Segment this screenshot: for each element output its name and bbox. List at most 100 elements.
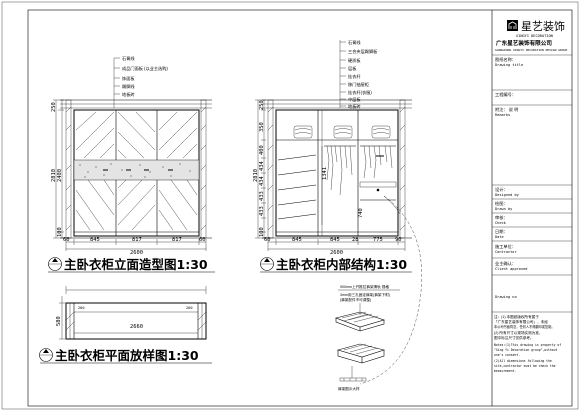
- title-block: 星艺装饰 XINGYI DECORATION 广东星艺装饰有限公司 GUANGD…: [491, 10, 572, 406]
- elevation-dim-left-2: 2810: [51, 169, 57, 182]
- plan-dim-depth: 580: [56, 316, 62, 326]
- detail-label-3: (裤架配件不可调整): [340, 297, 371, 302]
- drawn-by-label-en: Drawn by: [495, 207, 513, 211]
- copyright-note-line-5: 图中标注尺寸仅供参考。: [494, 335, 534, 340]
- interior-dim-left-2: 350: [259, 122, 265, 132]
- folded-clothes-icon: [293, 125, 391, 139]
- drawing-number-label: Drawing no: [495, 295, 517, 299]
- client-approved-label: 业主确认：: [495, 260, 516, 267]
- interior-callout-8: 中层板: [348, 96, 361, 103]
- interior-dim-left-3: 400: [259, 145, 265, 155]
- elevation-callout-5: 地板砖: [122, 91, 135, 98]
- company-logo-icon: [507, 20, 518, 31]
- interior-dim-left-7: 433: [259, 206, 265, 216]
- drawn-by-label: 绘图：: [495, 200, 508, 207]
- plan-title-marker-icon: [39, 348, 53, 362]
- interior-dim-bottom-3: 845: [330, 237, 340, 243]
- copyright-note-line-3: 本公司书面同意，任何人不得翻印或复制。: [494, 324, 555, 329]
- checked-by-label: 审核：: [495, 214, 508, 221]
- project-number-label: 工程编号：: [495, 91, 516, 98]
- plan-dim-right: 260: [186, 306, 193, 310]
- company-name: 广东星艺装饰有限公司: [496, 39, 552, 47]
- elevation-callout-2: 成品门面板 (以业主选购): [122, 65, 168, 72]
- notes-label-en: Remarks: [495, 113, 510, 117]
- elevation-dim-left-3: 2400: [57, 169, 63, 182]
- elevation-title-marker-icon: [48, 257, 62, 271]
- interior-callout-7: 挂衣杆(衣服): [348, 89, 372, 96]
- brand-name: 星艺装饰: [521, 19, 565, 33]
- interior-callout-4: 层板: [348, 65, 357, 72]
- interior-dim-bottom-6: 90: [395, 237, 402, 243]
- elevation-dim-bottom-3: 817: [132, 237, 142, 243]
- interior-inner-dim-2: 740: [358, 208, 364, 218]
- elevation-dim-left-1: 250: [51, 102, 57, 112]
- copyright-note-en-3: one's consent.: [494, 353, 520, 357]
- interior-callout-1: 石膏线: [348, 39, 361, 46]
- contractor-label: 施工单位：: [495, 243, 516, 250]
- copyright-note-en-6: measurement.: [494, 369, 516, 373]
- pants-rack-iso-icon: [334, 311, 386, 332]
- date-label-en: Date: [495, 235, 504, 239]
- interior-dim-bottom-4: 28: [352, 237, 359, 243]
- sheet-inner-border: [27, 9, 573, 407]
- elevation-dim-bottom-5: 60: [199, 237, 206, 243]
- elevation-dim-bottom-4: 817: [172, 237, 182, 243]
- interior-callout-3: 硬质板: [348, 57, 361, 64]
- copyright-note-line-2: 「广东星艺装饰有限公司」，未经: [494, 319, 548, 324]
- interior-dim-left-6: 433: [259, 191, 265, 201]
- designed-by-label-en: Designed by: [495, 193, 520, 197]
- interior-dim-bottom-1: 60: [264, 237, 271, 243]
- hanging-clothes-icon: [326, 145, 393, 196]
- interior-title-marker-icon: [260, 257, 274, 271]
- brand-english: XINGYI DECORATION: [516, 34, 553, 38]
- contractor-label-en: Contractor: [495, 250, 517, 254]
- interior-dim-left-4: 434: [259, 161, 265, 171]
- notes-label: 附注： 说 明: [495, 106, 518, 113]
- interior-callout-9: 地板砖: [348, 103, 361, 110]
- interior-dim-total: 2600: [330, 250, 343, 256]
- company-english: GUANGDONG XINGYI DECORATION DESIGN GROUP: [495, 48, 567, 52]
- interior-callout-6: 移门抽屉柜: [348, 81, 369, 88]
- interior-dim-left-5: 434: [259, 176, 265, 186]
- elevation-callout-3: 饰面板: [122, 75, 135, 82]
- interior-inner-dim-1: 1341: [322, 167, 328, 180]
- elevation-view: 石膏线 成品门面板 (以业主选购) 饰面板 踢脚线 地板砖 60 845 817…: [48, 55, 215, 273]
- copyright-note-line-4: (2) 所有尺寸以现场实测为准，: [494, 330, 543, 335]
- plan-view-title: 主卧衣柜平面放样图1:30: [55, 348, 199, 363]
- elevation-callout-4: 踢脚线: [122, 83, 135, 90]
- interior-callout-5: 挂衣杆: [348, 73, 361, 80]
- pants-rack-flat-icon: [339, 377, 367, 382]
- plan-dim-length: 2660: [130, 324, 143, 330]
- interior-dim-left-8: 2810: [253, 169, 259, 182]
- designed-by-label: 设计：: [495, 186, 508, 193]
- checked-by-label-en: Check: [495, 221, 507, 225]
- drawing-title-label: 图纸名称：: [495, 56, 516, 63]
- elevation-dim-bottom-2: 845: [90, 237, 100, 243]
- elevation-dim-total: 2600: [130, 250, 143, 256]
- interior-view: 1341 740 石膏线 三合夹层踢脚板 硬质板 层板 挂衣杆 移门抽屉柜 挂衣…: [253, 39, 412, 273]
- interior-dim-bottom-2: 845: [292, 237, 302, 243]
- plan-dim-left: 260: [78, 306, 85, 310]
- client-approved-label-en: Client approved: [495, 267, 527, 271]
- copyright-note-en-2: "Xing Yi Decoration group",without: [494, 348, 557, 352]
- interior-callout-2: 三合夹层踢脚板: [348, 48, 378, 55]
- elevation-callout-1: 石膏线: [122, 55, 135, 62]
- detail-label-2: 3mm用三孔固定裤架(裤架下附): [340, 292, 390, 297]
- interior-view-title: 主卧衣柜内部结构1:30: [276, 257, 407, 272]
- copyright-note-en-1: Notes:(1)This drawing is property of: [494, 343, 561, 347]
- copyright-note-en-5: site,contractor must be check the: [494, 364, 556, 368]
- pants-rack-detail: 900mm上开推拉裤架滑轨 规格 3mm用三孔固定裤架(裤架下附) (裤架配件不…: [334, 195, 422, 391]
- detail-caption: 裤架图示大样: [338, 386, 360, 391]
- copyright-note-line-1: 注：(1) 本图纸版权所有属于: [494, 314, 539, 319]
- drawing-title-label-en: Drawing title: [495, 63, 523, 67]
- interior-dim-bottom-5: 775: [373, 237, 383, 243]
- detail-label-1: 900mm上开推拉裤架滑轨 规格: [340, 284, 389, 289]
- elevation-dim-bottom-1: 60: [63, 237, 70, 243]
- elevation-view-title: 主卧衣柜立面造型图1:30: [64, 257, 208, 272]
- date-label: 日期：: [495, 229, 508, 235]
- pants-rack-iso-icon-2: [336, 343, 386, 364]
- elevation-dim-left-4: 100: [57, 227, 63, 237]
- interior-dim-left-9: 100: [259, 227, 265, 237]
